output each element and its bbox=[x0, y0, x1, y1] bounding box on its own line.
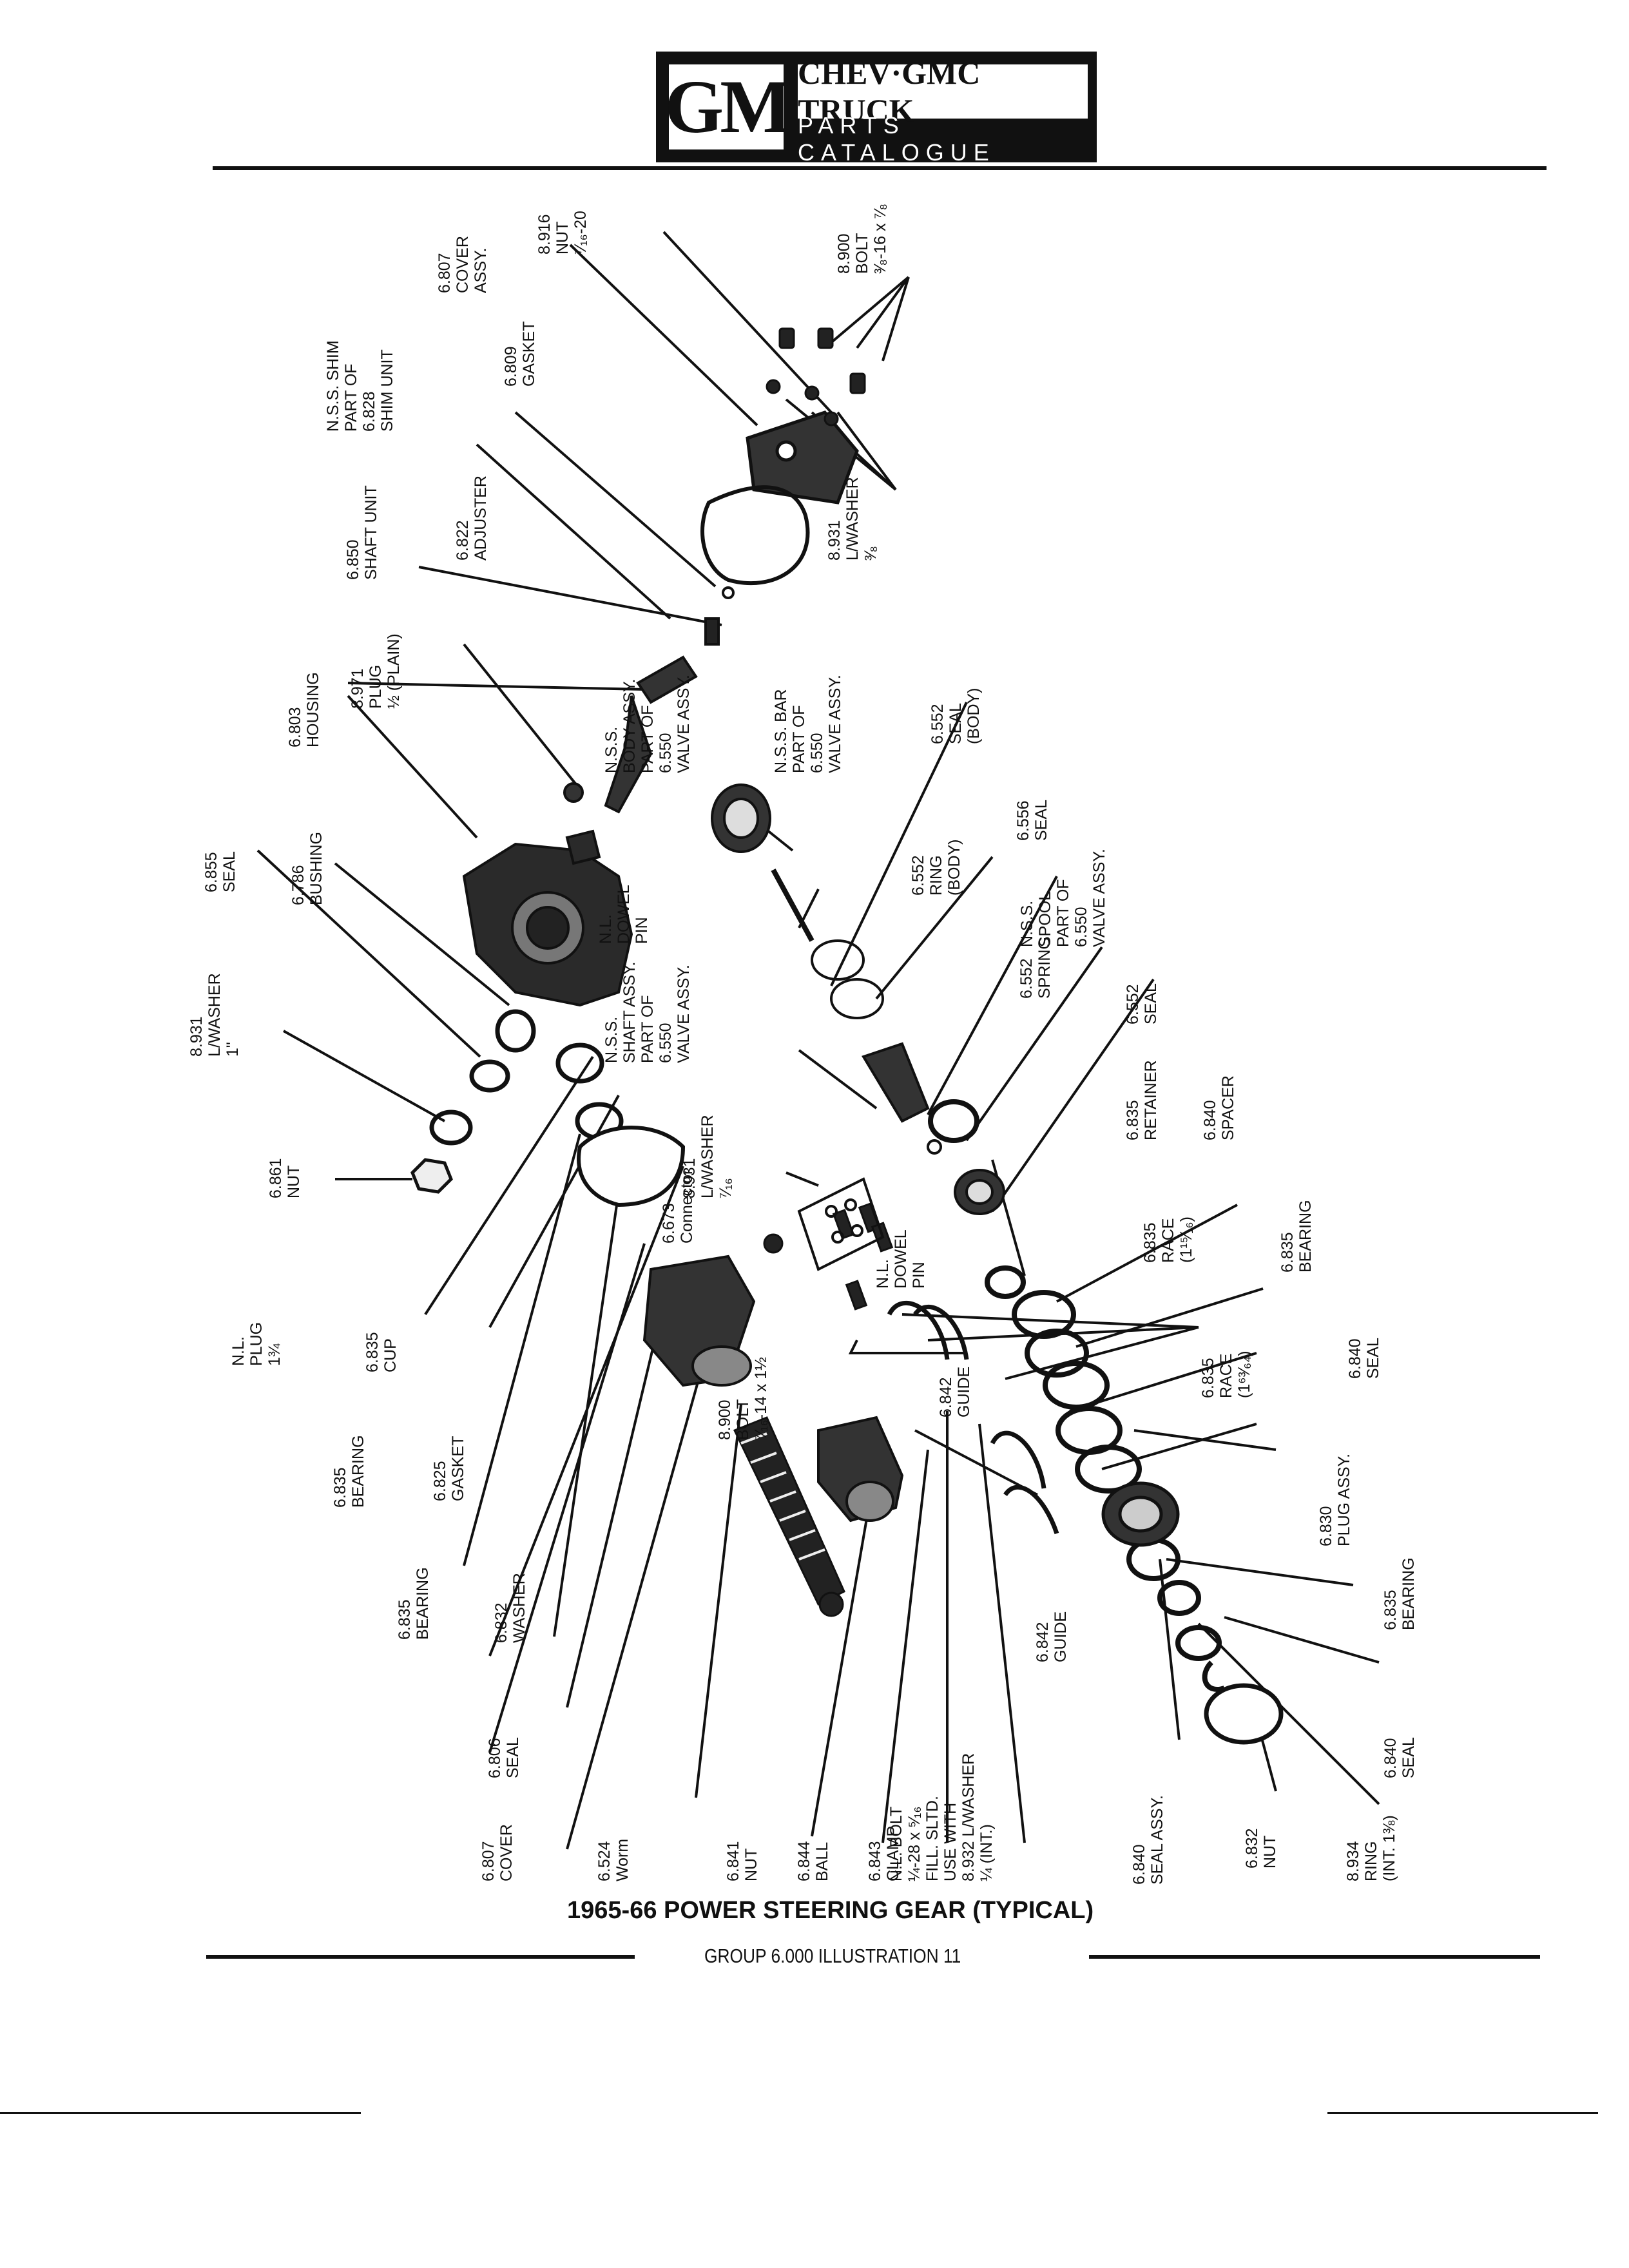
leader-line bbox=[875, 856, 994, 1000]
leader-line bbox=[569, 244, 758, 427]
leader-line bbox=[1101, 1423, 1257, 1470]
housing-part bbox=[462, 782, 633, 1007]
valve-shaft-part bbox=[862, 1042, 942, 1155]
valve-body-part bbox=[711, 783, 884, 1019]
seal-ring-parts bbox=[429, 1009, 624, 1146]
leader-line bbox=[463, 1133, 581, 1566]
side-cover-part bbox=[577, 1126, 686, 1207]
illustration-caption: 1965-66 POWER STEERING GEAR (TYPICAL) bbox=[567, 1897, 1094, 1924]
spool-part bbox=[954, 1169, 1005, 1215]
guide-parts bbox=[887, 1300, 1059, 1535]
bearing-seal-stack bbox=[928, 1099, 1226, 1692]
leader-line bbox=[927, 876, 1058, 1115]
worm-part bbox=[733, 1416, 845, 1617]
leader-line bbox=[334, 862, 510, 1006]
leader-line bbox=[830, 702, 968, 986]
header-rule bbox=[213, 166, 1547, 170]
lower-nut-part bbox=[1204, 1683, 1284, 1745]
leader-line bbox=[1224, 1616, 1380, 1664]
footer-rule-right bbox=[1089, 1955, 1540, 1959]
ball-nut-part bbox=[817, 1416, 904, 1523]
leader-line bbox=[848, 1340, 967, 1354]
shaft-unit-part bbox=[604, 586, 735, 814]
lower-cover-part bbox=[642, 1254, 756, 1387]
leader-line bbox=[476, 443, 671, 620]
leader-line bbox=[695, 1404, 742, 1798]
leader-line bbox=[1133, 1429, 1277, 1451]
footer-group-label: GROUP 6.000 ILLUSTRATION 11 bbox=[704, 1945, 961, 1967]
leader-line bbox=[283, 1030, 445, 1122]
bottom-rule-left bbox=[0, 2112, 361, 2114]
footer-rule-left bbox=[206, 1955, 635, 1959]
leader-line bbox=[1197, 1622, 1380, 1805]
leader-line bbox=[882, 1449, 929, 1843]
gasket-part bbox=[700, 485, 810, 586]
leader-line bbox=[418, 566, 722, 626]
leader-line bbox=[1166, 1558, 1354, 1586]
bolt-parts bbox=[766, 327, 866, 427]
leader-line bbox=[514, 411, 717, 588]
plug-assembly-part bbox=[1101, 1481, 1180, 1547]
leader-line bbox=[488, 1166, 684, 1657]
leader-line bbox=[488, 1095, 620, 1328]
leader-line bbox=[463, 643, 581, 791]
leader-line bbox=[662, 231, 833, 414]
leader-line bbox=[798, 1049, 878, 1110]
washer-set-part bbox=[797, 1177, 885, 1271]
leader-line bbox=[914, 1429, 1038, 1496]
leader-line bbox=[978, 1423, 1026, 1843]
leader-line bbox=[424, 1055, 594, 1316]
nut-part bbox=[410, 1158, 453, 1194]
side-bolt-parts bbox=[763, 1202, 894, 1311]
leader-line bbox=[965, 946, 1103, 1142]
leader-line bbox=[256, 849, 481, 1058]
leader-line bbox=[824, 276, 910, 361]
leader-line bbox=[347, 695, 478, 839]
bottom-rule-right bbox=[1327, 2112, 1598, 2114]
leader-line bbox=[786, 1171, 819, 1187]
gm-logo: GM bbox=[664, 61, 792, 153]
leader-line bbox=[566, 1365, 704, 1850]
leader-line bbox=[991, 978, 1155, 1213]
header-badge: GM CHEV·GMC TRUCK PARTS CATALOGUE bbox=[656, 52, 1097, 166]
leader-line bbox=[1056, 1204, 1238, 1303]
cover-assembly-part bbox=[746, 410, 859, 505]
leader-line bbox=[1075, 1287, 1264, 1348]
leader-line bbox=[811, 1462, 878, 1837]
